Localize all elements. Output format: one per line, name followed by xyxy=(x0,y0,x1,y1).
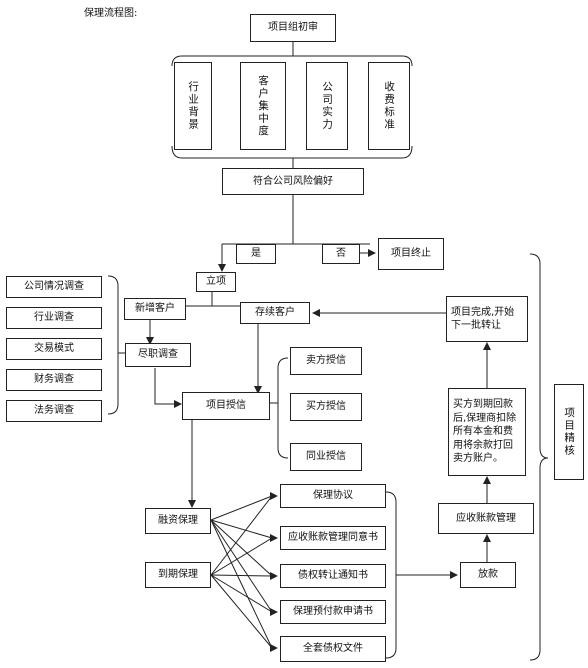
node-due-diligence: 尽职调查 xyxy=(125,343,191,367)
connector xyxy=(210,495,273,576)
arrowhead xyxy=(188,500,196,508)
node-meets-risk-preference: 符合公司风险偏好 xyxy=(222,168,364,195)
bracket xyxy=(529,253,549,661)
arrowhead xyxy=(270,608,278,616)
node-project-initial-review: 项目组初审 xyxy=(250,14,336,42)
connector xyxy=(210,495,273,521)
node-yes: 是 xyxy=(236,244,276,264)
connector xyxy=(210,519,273,649)
node-factoring-advance-request: 保理预付款申请书 xyxy=(280,600,386,624)
arrowhead xyxy=(483,342,491,350)
node-assignment-notice: 债权转让通知书 xyxy=(280,564,386,588)
node-no: 否 xyxy=(322,244,360,264)
node-existing-customer: 存续客户 xyxy=(240,302,310,324)
node-transaction-mode: 交易模式 xyxy=(6,338,102,360)
arrowhead xyxy=(270,644,278,652)
node-legal-investigation: 法务调查 xyxy=(6,400,102,422)
node-project-approval: 立项 xyxy=(196,272,236,292)
arrowhead xyxy=(218,264,226,272)
bracket xyxy=(277,357,289,459)
node-customer-concentration: 客户集中度 xyxy=(240,62,286,150)
arrowhead xyxy=(270,572,278,580)
node-financing-factoring: 融资保理 xyxy=(145,508,211,534)
node-project-archive: 项目精核 xyxy=(554,384,584,480)
arrowhead xyxy=(146,337,154,345)
node-factoring-agreement: 保理协议 xyxy=(280,484,386,508)
node-maturity-factoring: 到期保理 xyxy=(145,562,211,588)
node-financial-investigation: 财务调查 xyxy=(6,369,102,391)
node-disbursement: 放款 xyxy=(460,562,516,588)
node-buyer-payment-text: 买方到期回款后,保理商扣除所有本金和费用将余款打回卖方账户。 xyxy=(448,388,526,476)
node-project-terminated: 项目终止 xyxy=(378,238,444,270)
node-collection-standard: 收费标准 xyxy=(368,62,410,150)
arrowhead xyxy=(174,400,182,408)
node-project-complete: 项目完成,开始下一批转让 xyxy=(446,296,528,342)
node-company-strength: 公司实力 xyxy=(306,62,348,150)
node-receivable-mgmt-letter: 应收账款管理同意书 xyxy=(280,526,386,550)
connector xyxy=(210,574,273,649)
connector xyxy=(210,537,273,576)
node-company-investigation: 公司情况调查 xyxy=(6,276,102,298)
arrowhead xyxy=(368,249,376,257)
arrowhead xyxy=(254,386,262,394)
bracket xyxy=(171,55,413,67)
diagram-title: 保理流程图: xyxy=(84,8,138,19)
connector xyxy=(210,574,273,613)
node-seller-credit: 卖方授信 xyxy=(290,347,362,375)
bracket xyxy=(171,145,413,159)
connector xyxy=(210,519,273,539)
node-receivables-management: 应收账款管理 xyxy=(438,503,534,534)
connector xyxy=(154,368,180,405)
arrowhead xyxy=(270,492,278,500)
arrowhead xyxy=(312,309,320,317)
connector xyxy=(210,519,273,613)
node-industry-background: 行业背景 xyxy=(174,62,212,150)
node-industry-investigation: 行业调查 xyxy=(6,307,102,329)
bracket xyxy=(107,275,119,415)
node-project-credit: 项目授信 xyxy=(182,392,270,420)
arrowhead xyxy=(450,571,458,579)
arrowhead xyxy=(270,534,278,542)
node-peer-credit: 同业授信 xyxy=(290,443,362,471)
arrowhead xyxy=(483,476,491,484)
node-buyer-credit: 买方授信 xyxy=(290,393,362,421)
node-new-customer: 新增客户 xyxy=(124,298,186,320)
connector xyxy=(210,574,273,577)
arrowhead xyxy=(483,534,491,542)
node-all-debt-documents: 全套债权文件 xyxy=(280,636,386,662)
connector xyxy=(210,519,273,577)
bracket xyxy=(385,491,397,659)
